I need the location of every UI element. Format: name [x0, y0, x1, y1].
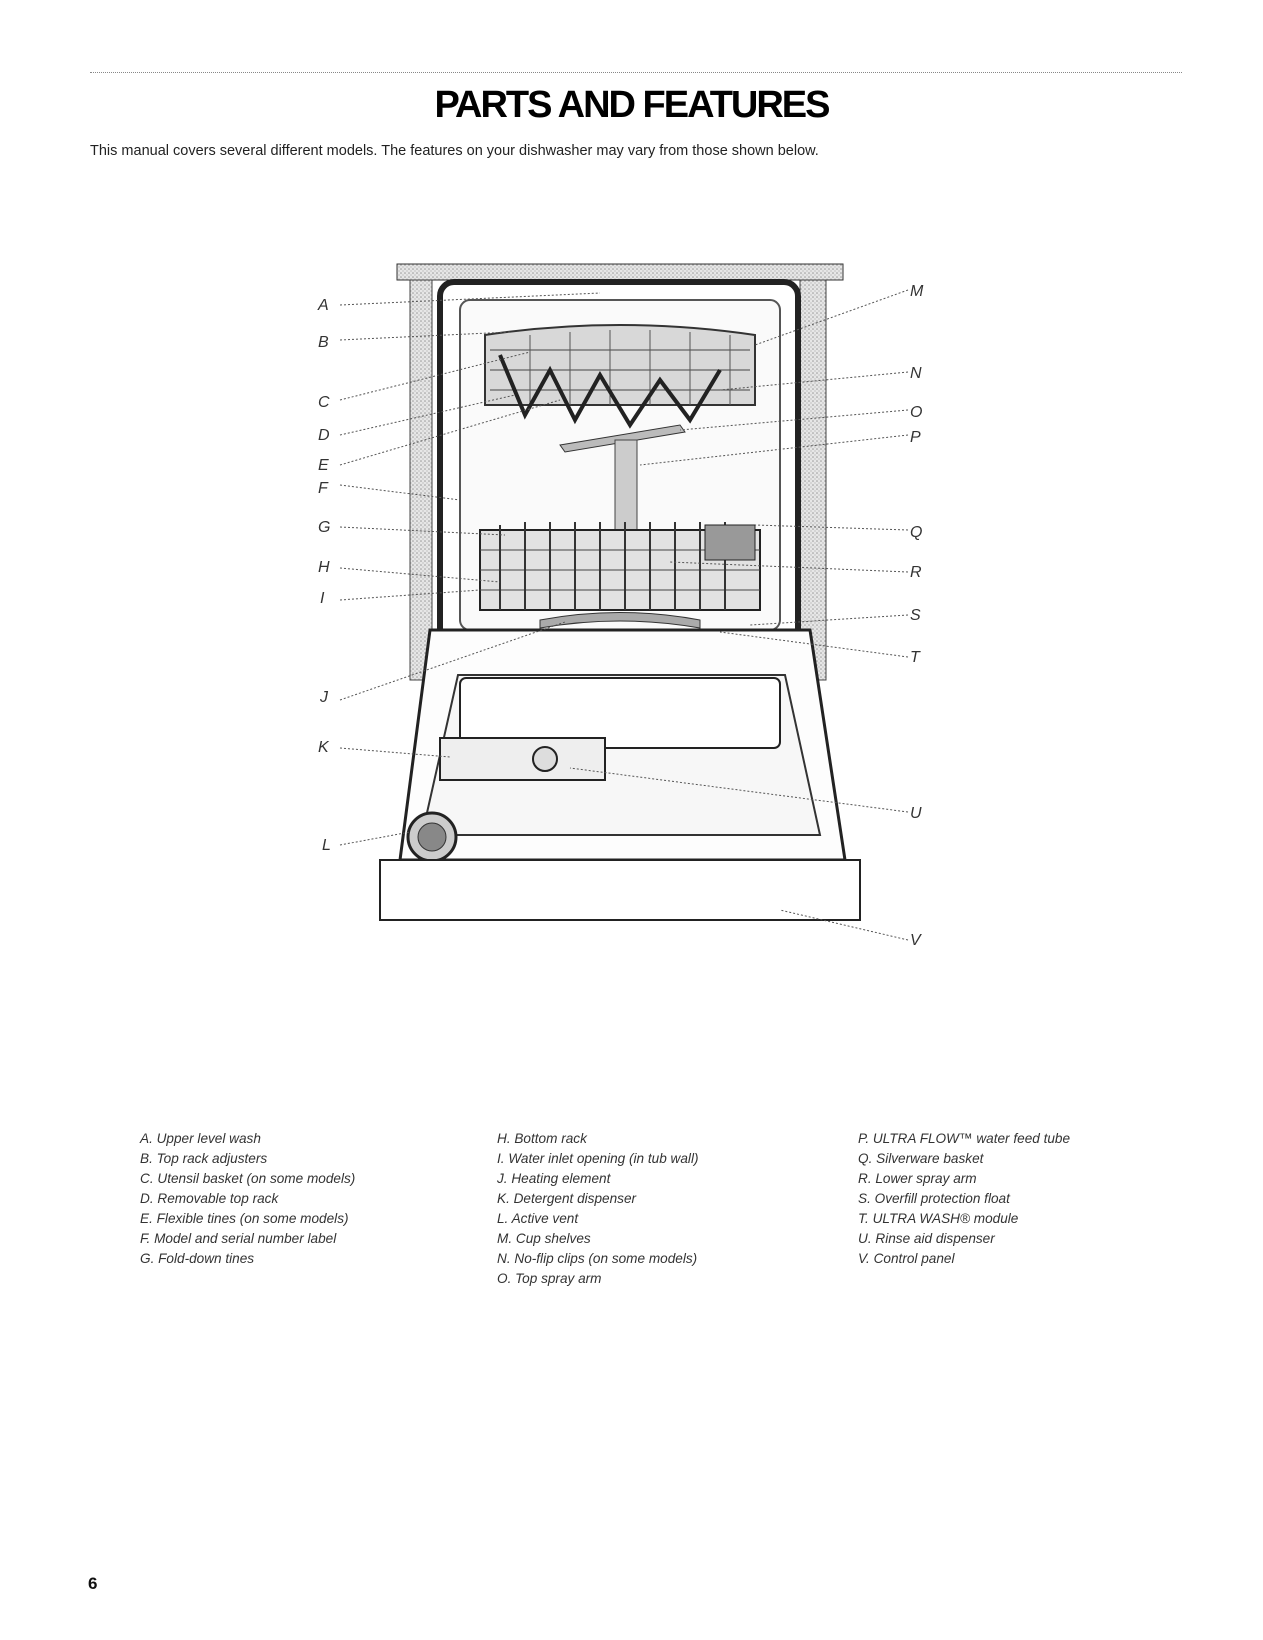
- callout-a: A: [317, 297, 329, 314]
- callout-s: S: [910, 607, 921, 624]
- intro-text: This manual covers several different mod…: [90, 143, 819, 159]
- countertop: [396, 263, 844, 281]
- legend-item-l: L. Active vent: [497, 1211, 579, 1226]
- dishwasher-diagram: A B C D E F G H I J K L M N O P Q R S T …: [317, 263, 924, 949]
- legend-column-2: H. Bottom rack I. Water inlet opening (i…: [497, 1129, 699, 1289]
- legend-item-n: N. No-flip clips (on some models): [497, 1251, 698, 1266]
- legend-item-g: G. Fold-down tines: [140, 1251, 255, 1266]
- legend-item-e: E. Flexible tines (on some models): [140, 1211, 349, 1226]
- control-panel: [379, 859, 861, 921]
- top-spray-arm: [559, 424, 686, 453]
- legend-item-q: Q. Silverware basket: [858, 1151, 984, 1166]
- legend-item-k: K. Detergent dispenser: [497, 1191, 637, 1206]
- legend-item-t: T. ULTRA WASH® module: [858, 1211, 1019, 1226]
- legend-item-o: O. Top spray arm: [497, 1271, 602, 1286]
- water-feed-tube: [614, 439, 638, 536]
- legend-item-i: I. Water inlet opening (in tub wall): [497, 1151, 699, 1166]
- callout-o: O: [910, 404, 922, 421]
- callout-f: F: [318, 480, 329, 497]
- legend-item-f: F. Model and serial number label: [140, 1231, 337, 1246]
- bottom-rack: [479, 522, 761, 611]
- cabinet-left: [409, 279, 433, 681]
- legend-column-1: A. Upper level wash B. Top rack adjuster…: [140, 1129, 355, 1269]
- callout-h: H: [318, 559, 330, 576]
- callout-b: B: [318, 334, 329, 351]
- legend-item-u: U. Rinse aid dispenser: [858, 1231, 995, 1246]
- page-title: PARTS AND FEATURES: [434, 84, 831, 126]
- legend-item-b: B. Top rack adjusters: [140, 1151, 268, 1166]
- legend-item-m: M. Cup shelves: [497, 1231, 591, 1246]
- legend-column-3: P. ULTRA FLOW™ water feed tube Q. Silver…: [858, 1129, 1070, 1269]
- door-window: [459, 677, 781, 749]
- legend-item-r: R. Lower spray arm: [858, 1171, 977, 1186]
- callout-d: D: [318, 427, 330, 444]
- detergent-dispenser: [439, 737, 606, 781]
- callout-p: P: [910, 429, 921, 446]
- callout-n: N: [910, 365, 922, 382]
- callout-l: L: [322, 837, 331, 854]
- legend-item-v: V. Control panel: [858, 1251, 955, 1266]
- page-number: 6: [88, 1574, 98, 1593]
- legend-item-j: J. Heating element: [497, 1171, 611, 1186]
- callout-r: R: [910, 564, 922, 581]
- callout-m: M: [910, 283, 924, 300]
- legend-item-h: H. Bottom rack: [497, 1131, 587, 1146]
- top-rack: [484, 324, 756, 429]
- callout-v: V: [910, 932, 922, 949]
- lower-spray-arm: [539, 612, 701, 629]
- cabinet-right: [799, 279, 827, 681]
- callout-q: Q: [910, 524, 922, 541]
- callout-i: I: [320, 590, 325, 607]
- callout-c: C: [318, 394, 330, 411]
- legend-item-a: A. Upper level wash: [140, 1131, 261, 1146]
- callout-k: K: [318, 739, 330, 756]
- rinse-aid-cap: [532, 746, 558, 772]
- legend-item-c: C. Utensil basket (on some models): [140, 1171, 356, 1186]
- callout-j: J: [319, 689, 329, 706]
- legend-item-s: S. Overfill protection float: [858, 1191, 1010, 1206]
- callout-e: E: [318, 457, 329, 474]
- legend-item-d: D. Removable top rack: [140, 1191, 279, 1206]
- legend-item-p: P. ULTRA FLOW™ water feed tube: [858, 1131, 1071, 1146]
- callout-u: U: [910, 805, 922, 822]
- callout-t: T: [910, 649, 921, 666]
- callout-g: G: [318, 519, 330, 536]
- top-rule: [90, 72, 1182, 73]
